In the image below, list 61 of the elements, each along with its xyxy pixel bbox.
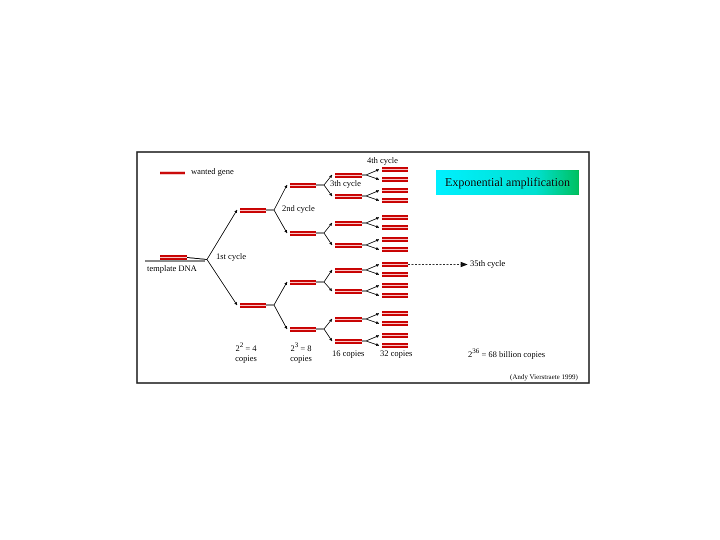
dna-copy-bar xyxy=(382,272,408,277)
title-box xyxy=(436,170,579,195)
arrow xyxy=(408,262,468,268)
dna-copy-bar xyxy=(382,167,408,172)
dna-copy-bar xyxy=(290,182,316,188)
arrow xyxy=(316,232,332,246)
dna-copy-bar xyxy=(335,268,362,272)
arrow xyxy=(362,318,380,324)
arrow xyxy=(362,222,380,228)
copies-count: 2$^{2}$ = 4 copies xyxy=(234,341,258,364)
dna-copy-bar xyxy=(382,283,408,288)
dna-copy-bar xyxy=(382,333,408,338)
dna-copy-bar xyxy=(382,215,408,220)
dna-copy-bar xyxy=(382,343,408,348)
arrow xyxy=(316,282,332,292)
arrow xyxy=(362,174,380,180)
dna-copy-bar xyxy=(240,208,266,212)
arrow xyxy=(316,328,332,342)
dna-copy-bar xyxy=(382,198,408,203)
dna-copy-bar xyxy=(290,280,316,284)
dna-copy-bar xyxy=(335,288,362,294)
arrow xyxy=(362,196,380,202)
dna-copy-bar xyxy=(335,172,362,178)
arrow xyxy=(266,304,288,330)
arrow xyxy=(362,244,380,250)
arrow xyxy=(362,270,380,276)
dna-copy-bar xyxy=(335,338,362,344)
dna-copy-bar xyxy=(382,225,408,230)
title-text: Exponential amplification xyxy=(445,175,570,190)
cycle-label: 35th cycle xyxy=(470,258,520,270)
template-label: template DNA xyxy=(147,264,197,274)
dna-copy-bar xyxy=(335,242,362,248)
copies-count: 2$^{36}$ = 68 billion copies xyxy=(468,347,546,360)
dna-copy-bar xyxy=(290,230,316,236)
dna-copy-bar xyxy=(382,177,408,182)
dna-copy-bar xyxy=(160,255,187,260)
dna-copy-bar xyxy=(382,237,408,242)
arrow xyxy=(362,340,380,346)
cycle-label: 2nd cycle xyxy=(282,204,315,214)
copies-count: 2$^{3}$ = 8 copies xyxy=(289,341,313,364)
dna-copy-bar xyxy=(382,247,408,252)
dna-copy-bar xyxy=(382,262,408,267)
dna-copy-bar xyxy=(335,194,362,198)
dna-copy-bar xyxy=(382,321,408,326)
copies-count: 32 copies xyxy=(380,349,412,359)
copies-count: 16 copies xyxy=(332,349,364,359)
cycle-label: 4th cycle xyxy=(367,156,398,166)
dna-copy-bar xyxy=(290,326,316,332)
legend-label: wanted gene xyxy=(191,167,234,177)
dna-copy-bar xyxy=(382,188,408,193)
dna-copy-bar xyxy=(240,302,266,308)
dna-copy-bar xyxy=(382,311,408,316)
dna-copy-bar xyxy=(335,316,362,322)
arrow xyxy=(186,257,238,306)
arrow xyxy=(362,290,380,296)
cycle-label: 1st cycle xyxy=(216,252,246,262)
arrow xyxy=(266,210,288,234)
cycle-label: 3th cycle xyxy=(330,179,361,189)
dna-copy-bar xyxy=(335,220,362,226)
arrow xyxy=(316,184,332,196)
dna-copy-bar xyxy=(382,293,408,298)
